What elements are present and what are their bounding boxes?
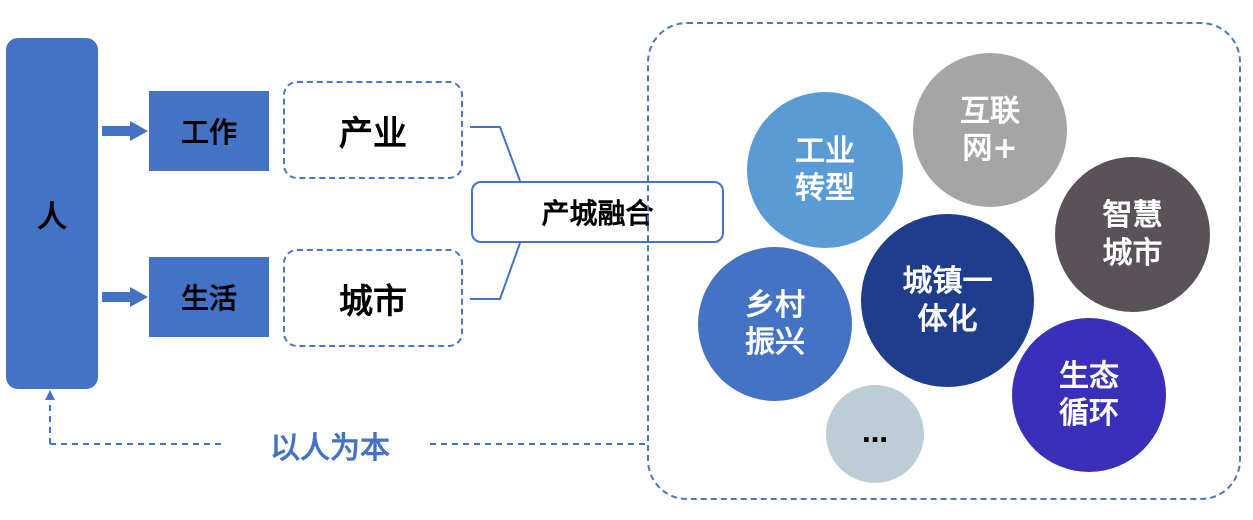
- merge-label: 产城融合: [541, 197, 654, 230]
- circle-label-line: 生态: [1059, 358, 1119, 394]
- circle-urban-integration: 城镇一体化: [861, 214, 1034, 387]
- role-box-work: 工作: [149, 91, 269, 171]
- person-node: 人: [6, 38, 98, 389]
- merge-node: 产城融合: [471, 181, 724, 243]
- circle-more: …: [826, 385, 924, 483]
- right-arrow-icon: [102, 287, 148, 307]
- circle-label-line: 城镇一: [902, 264, 993, 299]
- field-box-city: 城市: [283, 249, 463, 347]
- circle-ecological-cycle: 生态循环: [1012, 318, 1166, 472]
- circle-internet-plus: 互联网+: [913, 53, 1067, 207]
- circle-industrial-transformation: 工业转型: [747, 92, 903, 248]
- role-box-life: 生活: [149, 257, 269, 337]
- circle-rural-revitalization: 乡村振兴: [698, 247, 852, 401]
- circle-label-line: 互联: [960, 93, 1020, 129]
- up-arrow-icon: [45, 390, 55, 400]
- role-label: 工作: [180, 116, 237, 149]
- circle-label-line: 转型: [795, 171, 855, 206]
- field-box-industry: 产业: [283, 81, 463, 179]
- circle-label-line: …: [862, 418, 888, 449]
- right-arrow-icon: [102, 121, 148, 141]
- footer-text: 以人为本: [270, 431, 390, 466]
- role-label: 生活: [180, 282, 237, 315]
- circle-smart-city: 智慧城市: [1055, 157, 1210, 312]
- connector-bottom: [470, 242, 521, 300]
- field-label: 城市: [339, 281, 407, 322]
- circle-label-line: 工业: [795, 133, 855, 169]
- circle-label-line: 振兴: [745, 325, 805, 360]
- circle-label-line: 循环: [1059, 396, 1119, 431]
- person-label: 人: [37, 199, 67, 235]
- circle-label-line: 城市: [1102, 235, 1163, 271]
- circle-label-line: 乡村: [745, 287, 805, 323]
- circle-label-line: 智慧: [1102, 198, 1163, 233]
- field-label: 产业: [339, 113, 407, 154]
- circle-label-line: 体化: [917, 301, 978, 337]
- outcomes-container: [647, 22, 1241, 500]
- circle-label-line: 网+: [962, 131, 1018, 166]
- connector-top: [470, 126, 521, 182]
- people-oriented-label: 以人为本: [230, 425, 430, 466]
